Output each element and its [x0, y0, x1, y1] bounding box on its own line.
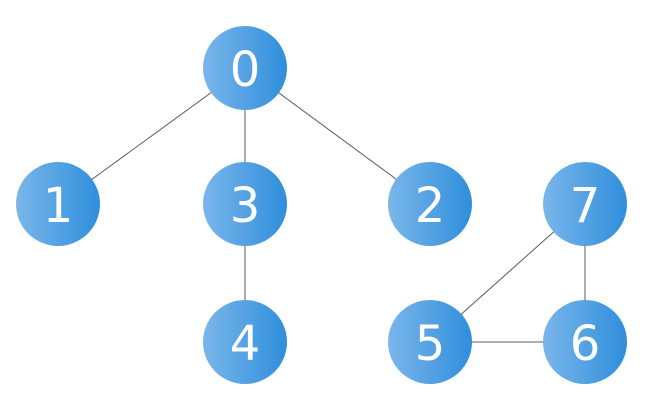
node-label-6: 6 — [570, 316, 601, 372]
node-circle-3 — [203, 162, 287, 246]
node-6: 6 — [543, 300, 627, 384]
node-label-2: 2 — [415, 178, 446, 234]
node-circle-4 — [203, 300, 287, 384]
node-2: 2 — [388, 162, 472, 246]
nodes-layer: 0 1 2 3 4 5 6 7 — [16, 26, 627, 384]
node-5: 5 — [388, 300, 472, 384]
node-circle-2 — [388, 162, 472, 246]
node-0: 0 — [203, 26, 287, 110]
node-label-0: 0 — [230, 42, 261, 98]
node-label-3: 3 — [230, 178, 261, 234]
node-1: 1 — [16, 162, 100, 246]
node-label-7: 7 — [570, 178, 601, 234]
node-7: 7 — [543, 162, 627, 246]
node-label-1: 1 — [43, 178, 74, 234]
node-circle-6 — [543, 300, 627, 384]
node-4: 4 — [203, 300, 287, 384]
node-circle-7 — [543, 162, 627, 246]
node-circle-0 — [203, 26, 287, 110]
node-label-5: 5 — [415, 316, 446, 372]
node-3: 3 — [203, 162, 287, 246]
node-circle-5 — [388, 300, 472, 384]
edges-layer — [57, 67, 586, 343]
node-circle-1 — [16, 162, 100, 246]
node-label-4: 4 — [230, 316, 261, 372]
